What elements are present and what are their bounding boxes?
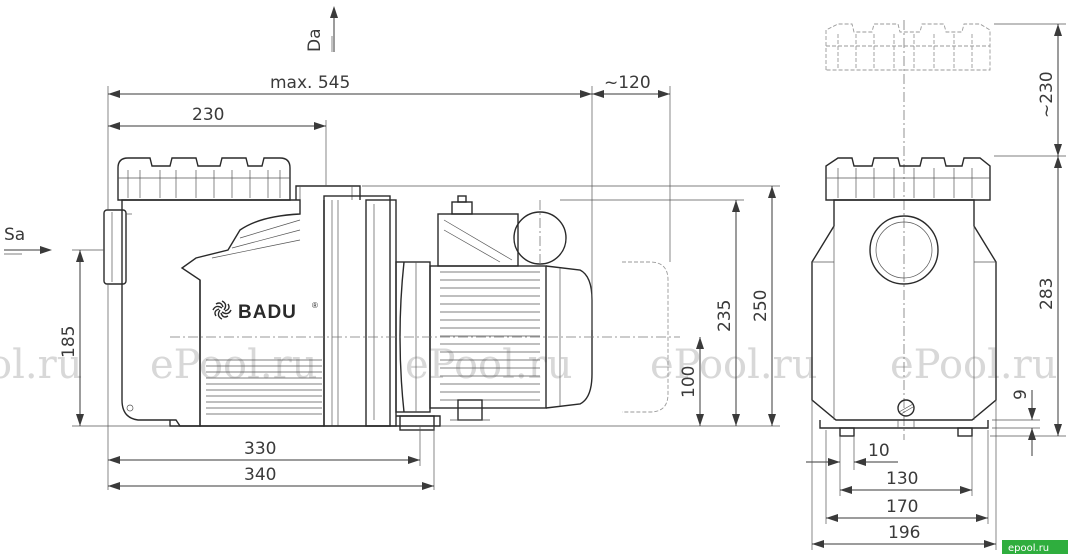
footer-badge-text: epool.ru: [1008, 543, 1049, 554]
label-w170: 170: [886, 497, 918, 517]
label-h9: 9: [1011, 389, 1031, 400]
label-w10: 10: [868, 441, 890, 461]
dimension-283: 283: [990, 156, 1066, 437]
watermark-group: ol.ru ePool.ru ePool.ru ePool.ru ePool.r…: [0, 342, 1058, 388]
watermark-text: ePool.ru: [150, 342, 318, 388]
dimension-sa: Sa: [4, 225, 52, 255]
label-w330: 330: [244, 439, 276, 459]
dimension-side-230: ~230: [994, 23, 1066, 157]
brand-registered-mark: ®: [312, 301, 318, 310]
label-w340: 340: [244, 465, 276, 485]
label-sa: Sa: [4, 225, 25, 245]
label-w230: 230: [192, 105, 224, 125]
pump-front-view: BADU ®: [103, 157, 441, 431]
label-w130: 130: [886, 469, 918, 489]
dimension-100: 100: [440, 337, 780, 427]
label-h250: 250: [751, 290, 771, 322]
dimension-196: 196: [811, 400, 997, 550]
dimension-185: 185: [59, 249, 170, 427]
brand-name: BADU: [238, 302, 297, 323]
label-w196: 196: [888, 523, 920, 543]
footer-badge: epool.ru: [1002, 540, 1068, 554]
label-h185: 185: [59, 326, 79, 358]
dimension-330-340: 330 340: [107, 284, 435, 490]
pump-lid: [117, 157, 291, 201]
label-max-length: max. 545: [270, 73, 350, 93]
dimension-235: 235: [560, 199, 744, 426]
label-da: Da: [305, 28, 325, 52]
dimension-max-545: max. 545: [107, 73, 593, 330]
label-h235: 235: [715, 300, 735, 332]
dimension-230: 230: [108, 105, 327, 186]
pump-side-view: [811, 23, 997, 437]
label-side-top-clearance: ~230: [1037, 71, 1057, 118]
dimension-120: ~120: [592, 73, 671, 262]
label-motor-clearance: ~120: [604, 73, 651, 93]
label-h100: 100: [679, 366, 699, 398]
watermark-text: ol.ru: [0, 342, 82, 388]
badu-logo: BADU ®: [212, 300, 318, 323]
dimension-9: 9: [992, 389, 1040, 456]
dimension-130: 130: [839, 436, 973, 496]
dimension-da: Da: [305, 6, 338, 52]
watermark-text: ePool.ru: [650, 342, 818, 388]
lifted-lid-ghost: [825, 23, 991, 71]
label-h283: 283: [1037, 278, 1057, 310]
dimension-250: 250: [362, 185, 780, 426]
watermark-text: ePool.ru: [405, 342, 573, 388]
motor-cooling-fins: [440, 271, 540, 401]
dimension-170: 170: [825, 430, 989, 524]
dimension-10: 10: [806, 436, 898, 470]
